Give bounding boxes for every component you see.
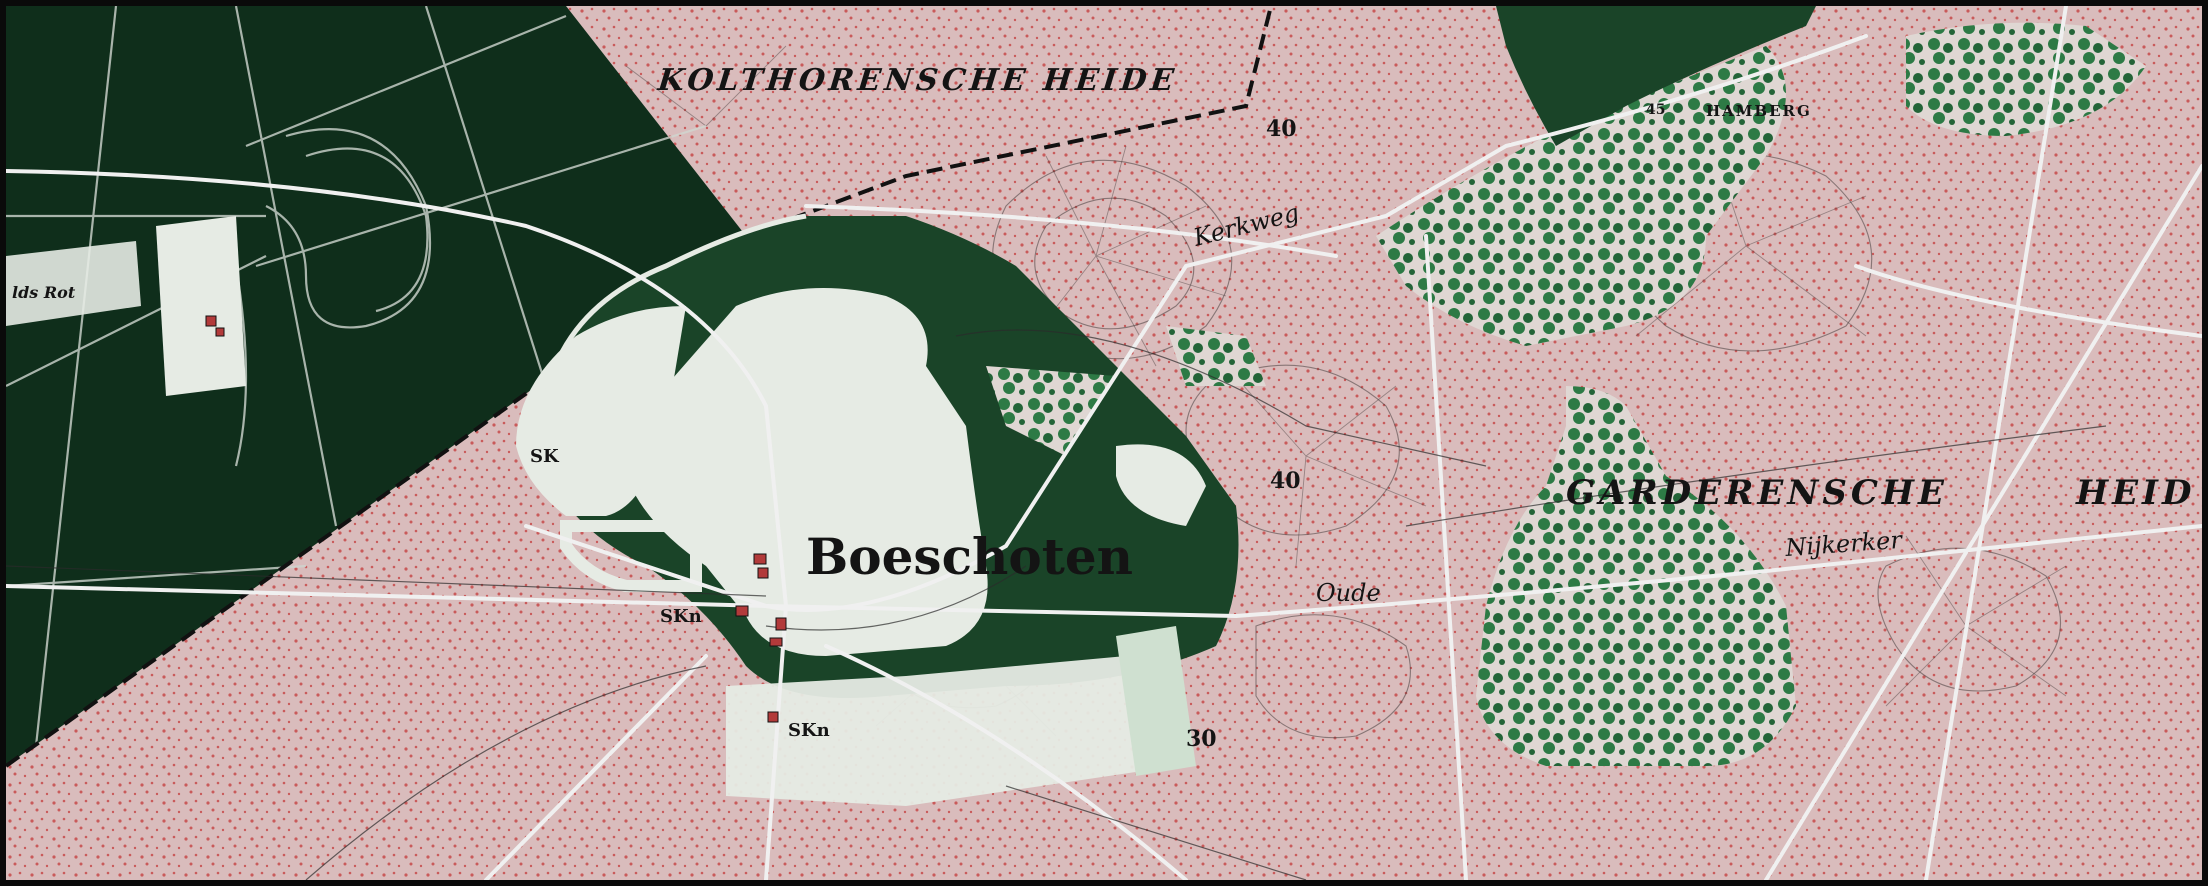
plantation-forest	[6, 6, 746, 766]
label-sk-3: SKn	[788, 720, 830, 741]
label-kolthorensche-heide: KOLTHORENSCHE HEIDE	[655, 63, 1179, 98]
height-45: 45	[1646, 102, 1665, 118]
road-network	[6, 6, 2202, 880]
grove-ne	[1906, 22, 2146, 137]
east-field	[1116, 444, 1206, 526]
height-40-top: 40	[1266, 116, 1297, 142]
thin-tracks	[6, 329, 2107, 880]
hamberg-dark-forest	[1496, 6, 1816, 146]
grass-strip	[1116, 626, 1196, 776]
label-sk-1: SK	[530, 446, 560, 467]
label-boeschoten: Boeschoten	[806, 527, 1133, 586]
label-heide-right: HEID	[2075, 473, 2195, 513]
boeschoten-fields	[621, 288, 988, 656]
forest-edge-path	[543, 213, 807, 397]
label-oude: Oude	[1316, 579, 1381, 607]
height-30: 30	[1186, 726, 1217, 752]
moat	[560, 520, 702, 592]
garderensche-forest	[1476, 386, 1796, 766]
topographic-map[interactable]: KOLTHORENSCHE HEIDE GARDERENSCHE HEID Bo…	[6, 6, 2202, 880]
label-west: lds Rot	[12, 283, 76, 302]
plantation-grid	[6, 6, 707, 747]
label-garderensche-heide: GARDERENSCHE	[1566, 473, 1948, 513]
plantation-strip	[6, 241, 141, 326]
southern-fields	[726, 656, 1176, 806]
slope-hachures	[625, 45, 2067, 737]
height-40-mid: 40	[1270, 468, 1301, 494]
grove-small	[1166, 326, 1266, 386]
grove-center	[986, 366, 1116, 456]
hamberg-forest	[1376, 46, 1786, 346]
plantation-clearing	[156, 216, 246, 396]
label-hamberg: HAMBERG	[1706, 102, 1812, 120]
village-buildings	[205, 315, 787, 723]
label-sk-2: SKn	[660, 606, 702, 627]
